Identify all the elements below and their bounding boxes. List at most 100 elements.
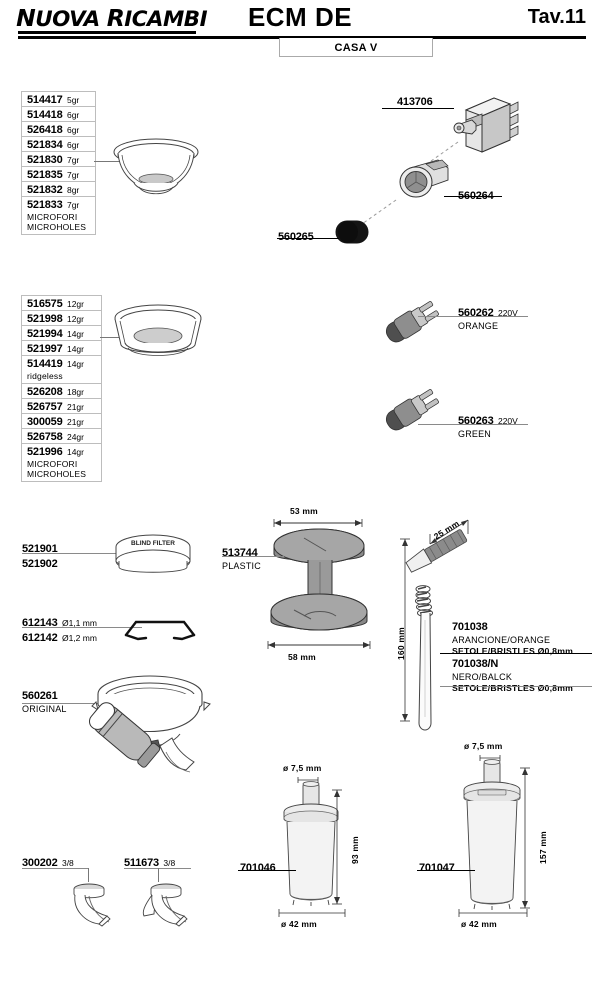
label-560261[interactable]: 560261 ORIGINAL xyxy=(22,686,67,715)
table-row[interactable]: 521830 7gr xyxy=(22,151,95,166)
part-code: 511673 xyxy=(124,857,159,869)
label-521902[interactable]: 521902 xyxy=(22,554,58,572)
label-612142[interactable]: 612142 Ø1,2 mm xyxy=(22,628,97,646)
table-row[interactable]: 526418 6gr xyxy=(22,121,95,136)
label-underline xyxy=(124,868,191,869)
table-row[interactable]: 521996 14gr MICROFORI MICROHOLES xyxy=(22,443,101,481)
part-code: 521834 xyxy=(27,139,63,151)
container-large-illustration xyxy=(461,759,523,915)
plate-number: Tav.11 xyxy=(527,6,586,28)
spout-double-illustration xyxy=(136,880,198,928)
part-qualifier: 12gr xyxy=(66,299,84,309)
part-qualifier: 6gr xyxy=(66,125,80,135)
label-underline xyxy=(222,556,284,557)
part-code: 514419 xyxy=(27,358,63,370)
label-701038N[interactable]: 701038/N NERO/BALCK SETOLE/BRISTLES Ø0,8… xyxy=(452,654,573,694)
label-701046[interactable]: 701046 xyxy=(240,858,276,876)
table-row[interactable]: 521835 7gr xyxy=(22,166,95,181)
label-521901[interactable]: 521901 xyxy=(22,539,58,557)
part-code: 516575 xyxy=(27,298,63,310)
part-color: GREEN xyxy=(458,429,492,439)
dim-arrow-top xyxy=(273,519,363,527)
label-560262[interactable]: 560262 220V ORANGE xyxy=(458,303,518,332)
table-row[interactable]: 521832 8gr xyxy=(22,181,95,196)
table-row[interactable]: 514419 14gr ridgeless xyxy=(22,355,101,383)
table-row[interactable]: 521997 14gr xyxy=(22,340,101,355)
portafilter-illustration xyxy=(62,670,222,845)
table-row[interactable]: 526208 18gr xyxy=(22,383,101,398)
dim-arrow-height-small xyxy=(332,789,342,905)
part-qualifier: 6gr xyxy=(66,110,80,120)
label-underline xyxy=(382,108,454,109)
part-color: NERO/BALCK xyxy=(452,672,513,682)
label-560263[interactable]: 560263 220V GREEN xyxy=(458,411,518,440)
dim-tamper-bottom: 58 mm xyxy=(288,652,316,662)
part-code: 560261 xyxy=(22,690,58,702)
part-code: 701046 xyxy=(240,862,276,874)
part-code: 701038/N xyxy=(452,658,499,670)
table-row[interactable]: 516575 12gr xyxy=(22,295,101,310)
header-divider xyxy=(18,36,586,39)
dim-container-large-height: 157 mm xyxy=(538,831,548,864)
part-code: 514418 xyxy=(27,109,63,121)
dim-container-small-height: 93 mm xyxy=(350,836,360,864)
label-701047[interactable]: 701047 xyxy=(419,858,455,876)
table-row[interactable]: 521998 12gr xyxy=(22,310,101,325)
label-underline xyxy=(238,870,296,871)
part-qualifier: 7gr xyxy=(66,200,80,210)
part-qualifier: 21gr xyxy=(66,402,84,412)
table-row[interactable]: 300059 21gr xyxy=(22,413,101,428)
brush-illustration xyxy=(404,525,514,755)
table-row[interactable]: 526758 24gr xyxy=(22,428,101,443)
part-qualifier: 5gr xyxy=(66,95,80,105)
label-560264[interactable]: 560264 xyxy=(458,186,494,204)
casa-label: CASA V xyxy=(334,42,378,54)
part-code: 612142 xyxy=(22,632,58,644)
part-code: 701047 xyxy=(419,862,455,874)
part-dimension: Ø1,1 mm xyxy=(61,618,97,628)
leader-line xyxy=(94,161,122,162)
part-bristles: SETOLE/BRISTLES Ø0,8mm xyxy=(452,646,574,656)
part-qualifier: 12gr xyxy=(66,314,84,324)
label-560265[interactable]: 560265 xyxy=(278,227,314,245)
assembly-dash-line xyxy=(361,199,397,225)
table-row[interactable]: 514418 6gr xyxy=(22,106,95,121)
indicator-lamp-green-illustration xyxy=(376,382,448,438)
part-code: 413706 xyxy=(397,96,433,108)
part-qualifier: 21gr xyxy=(66,417,84,427)
part-note-en: MICROHOLES xyxy=(27,222,87,232)
table-row[interactable]: 526757 21gr xyxy=(22,398,101,413)
table-row[interactable]: 521834 6gr xyxy=(22,136,95,151)
label-701038[interactable]: 701038 ARANCIONE/ORANGE SETOLE/BRISTLES … xyxy=(452,617,573,657)
table-row[interactable]: 521994 14gr xyxy=(22,325,101,340)
dim-brush-length: 160 mm xyxy=(396,627,406,660)
part-code: 560265 xyxy=(278,231,314,243)
label-300202[interactable]: 300202 3/8 xyxy=(22,853,74,871)
label-612143[interactable]: 612143 Ø1,1 mm xyxy=(22,613,97,631)
part-note-it: MICROFORI xyxy=(27,212,78,222)
part-qualifier: 14gr xyxy=(66,359,84,369)
part-code: 521998 xyxy=(27,313,63,325)
part-qualifier: 7gr xyxy=(66,170,80,180)
dim-arrow-bottom xyxy=(267,641,371,649)
part-thread: 3/8 xyxy=(163,858,176,868)
part-code: 560262 xyxy=(458,307,494,319)
table-row[interactable]: 521833 7gr MICROFORI MICROHOLES xyxy=(22,196,95,234)
part-code: 526758 xyxy=(27,431,63,443)
label-413706[interactable]: 413706 xyxy=(397,92,433,110)
part-color: ARANCIONE/ORANGE xyxy=(452,635,551,645)
part-code: 526208 xyxy=(27,386,63,398)
part-code: 521996 xyxy=(27,446,63,458)
dim-container-large-dia: ø 42 mm xyxy=(461,919,497,929)
label-513744[interactable]: 513744 PLASTIC xyxy=(222,543,261,572)
part-note-it: MICROFORI xyxy=(27,459,78,469)
part-dimension: Ø1,2 mm xyxy=(61,633,97,643)
part-note: ridgeless xyxy=(27,371,63,381)
label-511673[interactable]: 511673 3/8 xyxy=(124,853,175,871)
part-code: 300202 xyxy=(22,857,58,869)
table-row[interactable]: 514417 5gr xyxy=(22,91,95,106)
part-code: 514417 xyxy=(27,94,63,106)
label-underline xyxy=(417,870,475,871)
part-code: 701038 xyxy=(452,621,488,633)
label-underline xyxy=(418,316,528,317)
